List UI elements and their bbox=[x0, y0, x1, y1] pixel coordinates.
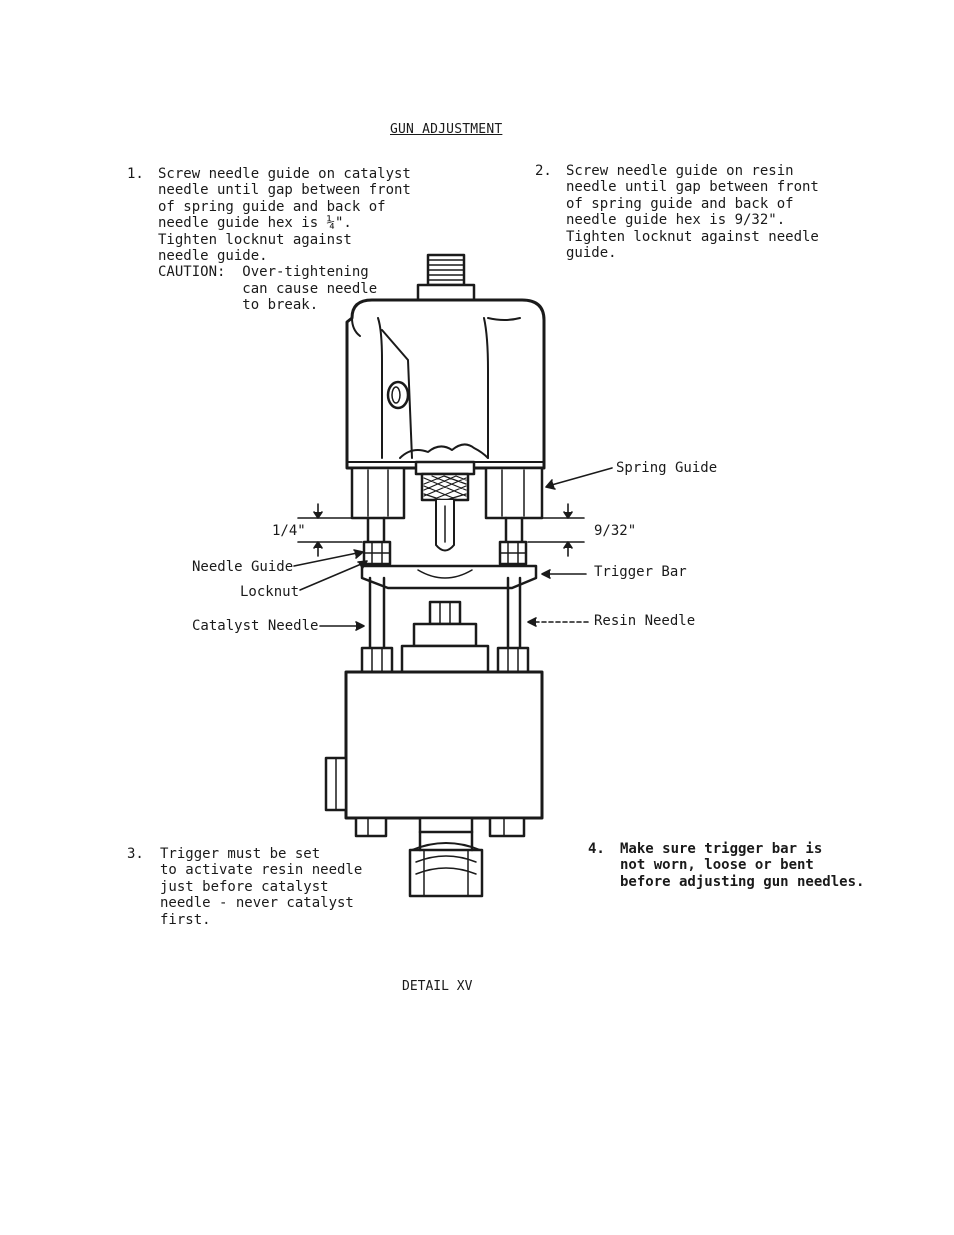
label-catalyst-needle: Catalyst Needle bbox=[192, 618, 319, 634]
label-trigger-bar: Trigger Bar bbox=[594, 564, 687, 580]
label-gap-right: 9/32" bbox=[594, 523, 637, 539]
label-resin-needle: Resin Needle bbox=[594, 613, 696, 629]
step-3-number: 3. bbox=[127, 846, 144, 862]
needles-upper bbox=[366, 516, 524, 544]
dimension-marks bbox=[297, 503, 585, 557]
step-3-text: Trigger must be set to activate resin ne… bbox=[160, 846, 363, 928]
label-spring-guide: Spring Guide bbox=[616, 460, 718, 476]
center-nut bbox=[414, 460, 476, 552]
lower-body bbox=[324, 670, 544, 898]
label-locknut: Locknut bbox=[240, 584, 300, 600]
trigger-bar bbox=[360, 564, 538, 590]
upper-housing bbox=[345, 298, 546, 470]
center-valve bbox=[400, 600, 490, 674]
needle-rods bbox=[368, 576, 522, 650]
lower-hexes bbox=[360, 646, 530, 674]
spring-guides bbox=[350, 466, 544, 520]
top-fitting bbox=[416, 253, 476, 302]
label-gap-left: 1/4" bbox=[272, 523, 306, 539]
step-2-text: Screw needle guide on resin needle until… bbox=[566, 163, 819, 262]
needle-guide-hexes bbox=[362, 540, 528, 566]
leader-arrows bbox=[293, 467, 613, 631]
page-title: GUN ADJUSTMENT bbox=[390, 122, 503, 137]
figure-caption: DETAIL XV bbox=[402, 979, 473, 994]
step-2-number: 2. bbox=[535, 163, 552, 179]
step-4-number: 4. bbox=[588, 841, 605, 857]
label-needle-guide: Needle Guide bbox=[192, 559, 294, 575]
step-4-text: Make sure trigger bar is not worn, loose… bbox=[620, 841, 865, 890]
step-1-number: 1. bbox=[127, 166, 144, 182]
step-1-text: Screw needle guide on catalyst needle un… bbox=[158, 166, 411, 314]
